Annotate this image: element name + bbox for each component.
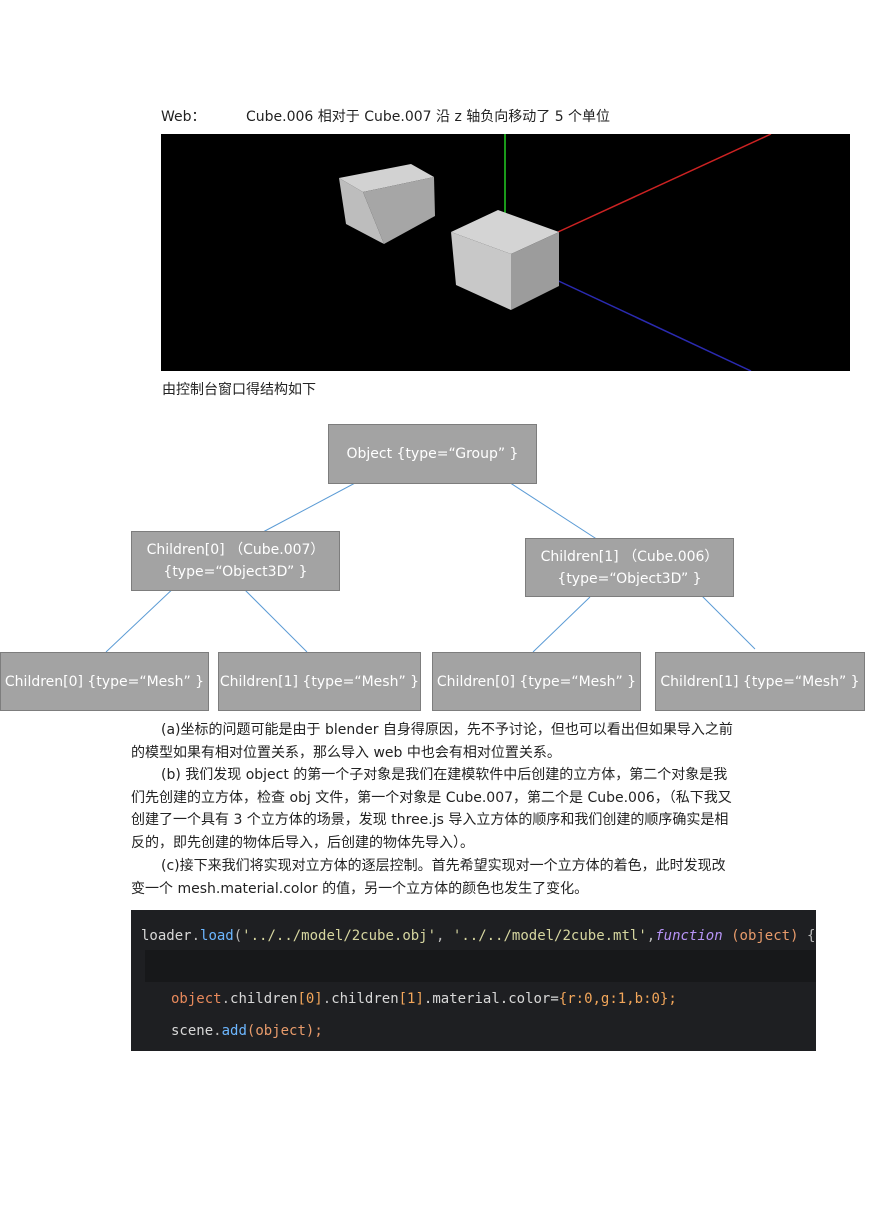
code-token: scene xyxy=(171,1023,214,1039)
web-label: Web： xyxy=(161,109,206,125)
code-line-3: object.children[0].children[1].material.… xyxy=(171,985,816,1013)
paragraph-a: (a)坐标的问题可能是由于 blender 自身得原因，先不予讨论，但也可以看出… xyxy=(131,722,733,761)
code-token: children xyxy=(331,991,399,1007)
code-token: '../../model/2cube.obj' xyxy=(242,928,437,944)
code-blank-line xyxy=(145,950,816,982)
code-token: (object); xyxy=(246,1023,323,1039)
leaf-label: Children[1] {type=“Mesh” } xyxy=(219,673,420,690)
back-cube xyxy=(339,164,435,244)
code-token: [0] xyxy=(297,991,323,1007)
front-cube xyxy=(451,210,559,310)
code-token: function xyxy=(655,928,723,944)
code-token: . xyxy=(322,991,332,1007)
header-description: Cube.006 相对于 Cube.007 沿 z 轴负向移动了 5 个单位 xyxy=(246,109,611,125)
x-axis-line xyxy=(557,134,772,233)
paragraph-c: (c)接下来我们将实现对立方体的逐层控制。首先希望实现对一个立方体的着色，此时发… xyxy=(131,858,726,897)
code-token: . xyxy=(221,991,231,1007)
code-token: (object) xyxy=(722,928,807,944)
code-token: [1] xyxy=(398,991,424,1007)
child0-name: Children[0] （Cube.007） xyxy=(146,542,325,558)
structure-caption: 由控制台窗口得结构如下 xyxy=(162,382,316,398)
tree-leaf-0: Children[0] {type=“Mesh” } xyxy=(0,652,209,711)
code-token: object xyxy=(171,991,222,1007)
code-token: , xyxy=(646,928,656,944)
code-token: '../../model/2cube.mtl' xyxy=(452,928,647,944)
connector-child1-leaf0 xyxy=(532,596,591,653)
three-scene-view xyxy=(161,134,850,371)
code-token: . xyxy=(213,1023,222,1039)
tree-leaf-2: Children[0] {type=“Mesh” } xyxy=(432,652,641,711)
code-token: { xyxy=(806,928,816,944)
code-block: loader.load('../../model/2cube.obj', '..… xyxy=(131,910,816,1051)
scene-svg xyxy=(339,134,772,371)
tree-root-node: Object {type=“Group” } xyxy=(328,424,537,484)
child1-name: Children[1] （Cube.006） xyxy=(540,548,719,565)
tree-connectors xyxy=(105,473,756,653)
tree-leaf-3: Children[1] {type=“Mesh” } xyxy=(655,652,865,711)
code-line-4: scene.add(object); xyxy=(171,1017,816,1045)
child0-type: {type=“Object3D” } xyxy=(163,564,308,580)
connector-root-child1 xyxy=(497,474,613,550)
code-line-1: loader.load('../../model/2cube.obj', '..… xyxy=(141,922,816,950)
code-token: ( xyxy=(233,928,243,944)
z-axis-line xyxy=(534,269,752,371)
leaf-label: Children[0] {type=“Mesh” } xyxy=(436,673,637,690)
paragraph-b: (b) 我们发现 object 的第一个子对象是我们在建模软件中后创建的立方体，… xyxy=(131,767,732,851)
leaf-label: Children[1] {type=“Mesh” } xyxy=(660,673,860,690)
connector-child0-leaf0 xyxy=(105,583,179,653)
tree-leaf-1: Children[1] {type=“Mesh” } xyxy=(218,652,421,711)
code-token: load xyxy=(200,928,234,944)
code-token: .material.color= xyxy=(423,991,559,1007)
child1-type: {type=“Object3D” } xyxy=(557,570,702,587)
code-token: , xyxy=(436,928,453,944)
tree-child1-node: Children[1] （Cube.006） {type=“Object3D” … xyxy=(525,538,734,597)
code-token: {r:0,g:1,b:0}; xyxy=(558,991,677,1007)
code-token: children xyxy=(230,991,298,1007)
leaf-label: Children[0] {type=“Mesh” } xyxy=(4,673,205,690)
code-token: . xyxy=(191,928,201,944)
code-token: add xyxy=(221,1023,247,1039)
tree-child0-node: Children[0] （Cube.007） {type=“Object3D” … xyxy=(131,531,340,591)
connector-child0-leaf1 xyxy=(243,588,308,653)
code-token: loader xyxy=(141,928,192,944)
root-label: Object {type=“Group” } xyxy=(346,446,519,462)
